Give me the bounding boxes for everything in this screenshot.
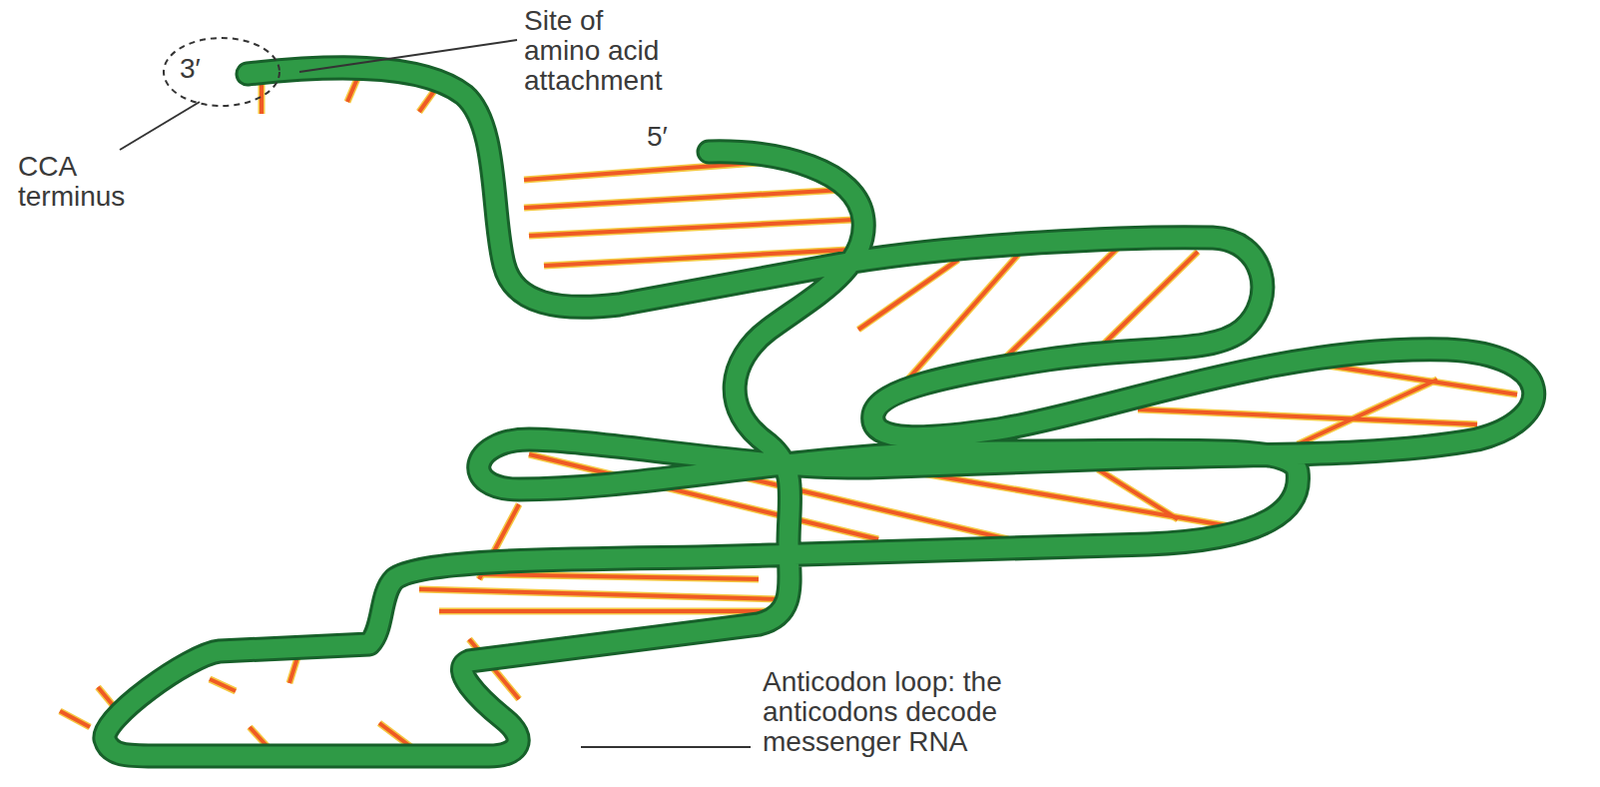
base-pair bbox=[529, 219, 854, 236]
ribbon bbox=[104, 67, 1535, 756]
leader-line bbox=[580, 745, 751, 748]
callout-text: CCA terminus bbox=[17, 151, 158, 212]
end-label: 5′ bbox=[646, 121, 697, 152]
base-pair bbox=[524, 189, 844, 208]
base-pair bbox=[1297, 379, 1438, 445]
base-pair bbox=[209, 678, 236, 691]
base-pair-edge bbox=[479, 573, 759, 579]
callout-text: Site of amino acid attachment bbox=[524, 5, 684, 97]
base-pair bbox=[898, 469, 1248, 530]
base-pair-edge bbox=[1297, 379, 1438, 445]
base-pair-edge bbox=[1137, 409, 1478, 425]
base-pair bbox=[419, 588, 779, 599]
base-pair-edge bbox=[898, 469, 1248, 530]
base-pair-edge bbox=[529, 219, 854, 236]
base-pair-edge bbox=[439, 607, 769, 615]
leader-lines bbox=[119, 37, 751, 747]
callout-text: Anticodon loop: the anticodons decode me… bbox=[762, 666, 1063, 758]
base-pair-edge bbox=[59, 710, 90, 727]
base-pair-edge bbox=[524, 189, 844, 208]
leader-line bbox=[299, 39, 518, 72]
base-pair bbox=[59, 710, 90, 727]
base-pair bbox=[479, 573, 759, 579]
leader-line bbox=[119, 101, 200, 150]
base-pair bbox=[1137, 409, 1478, 425]
base-pair-edge bbox=[209, 678, 236, 691]
dashed-circle bbox=[163, 37, 280, 106]
end-label: 3′ bbox=[179, 53, 240, 84]
base-pair-edge bbox=[419, 588, 779, 599]
base-pair bbox=[1097, 469, 1178, 520]
base-pair bbox=[439, 608, 769, 613]
